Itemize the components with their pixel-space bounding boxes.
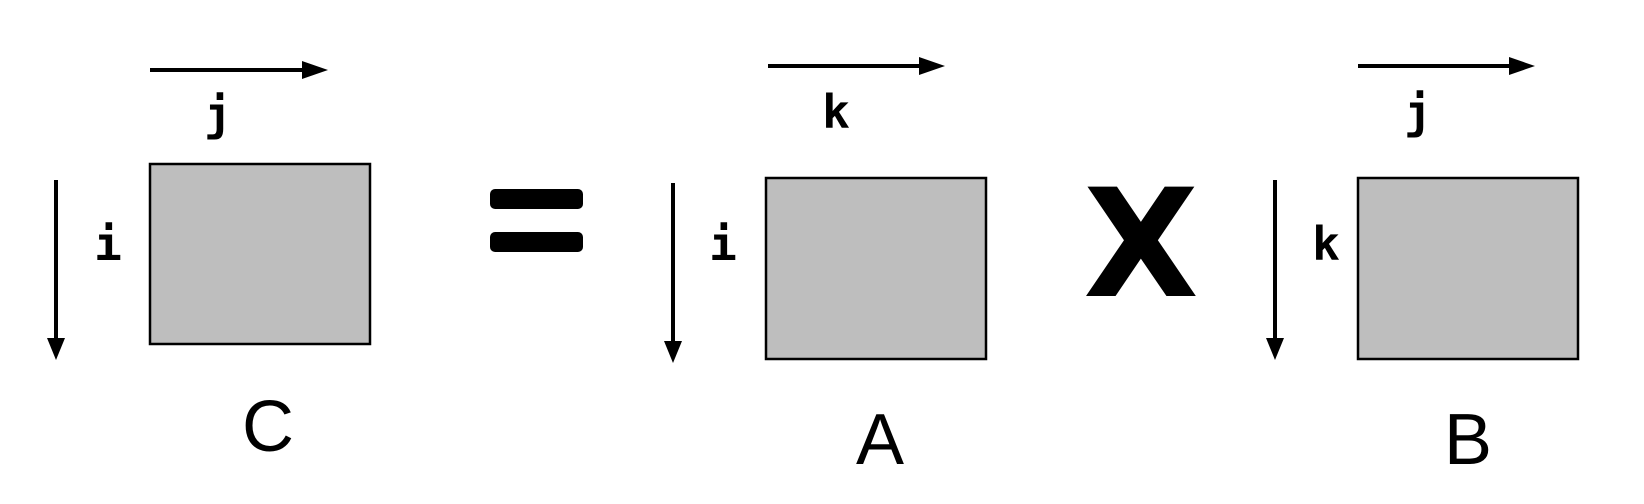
matrix-b-row-arrowhead — [1266, 338, 1284, 360]
matrix-b-name: B — [1444, 400, 1492, 480]
matrix-a-col-index-label: k — [822, 85, 850, 139]
matrix-b-group: j k B — [1266, 57, 1580, 480]
matrix-c-name: C — [242, 387, 294, 467]
matrix-c-group: j i C — [47, 61, 372, 467]
matrix-c-row-index-label: i — [94, 217, 122, 271]
matrix-a-col-arrowhead — [919, 57, 945, 75]
matrix-b-col-arrowhead — [1509, 57, 1535, 75]
matrix-c-col-index-label: j — [204, 87, 232, 141]
matrix-b-col-index-label: j — [1404, 85, 1432, 139]
matrix-a-name: A — [856, 400, 904, 480]
multiply-sign: X — [1083, 158, 1199, 332]
matrix-a-row-index-label: i — [709, 217, 737, 271]
matrix-c-rect — [148, 162, 372, 346]
matrix-b-row-index-label: k — [1312, 217, 1340, 271]
matrix-c-row-arrowhead — [47, 338, 65, 360]
matrix-a-group: k i A — [664, 57, 988, 480]
matrix-a-rect — [764, 176, 988, 361]
equals-top-bar — [490, 189, 583, 209]
matrix-c-col-arrowhead — [302, 61, 328, 79]
equals-bottom-bar — [490, 232, 583, 252]
matrix-a-row-arrowhead — [664, 341, 682, 363]
equals-sign: = — [490, 189, 583, 252]
matrix-b-rect — [1356, 176, 1580, 361]
